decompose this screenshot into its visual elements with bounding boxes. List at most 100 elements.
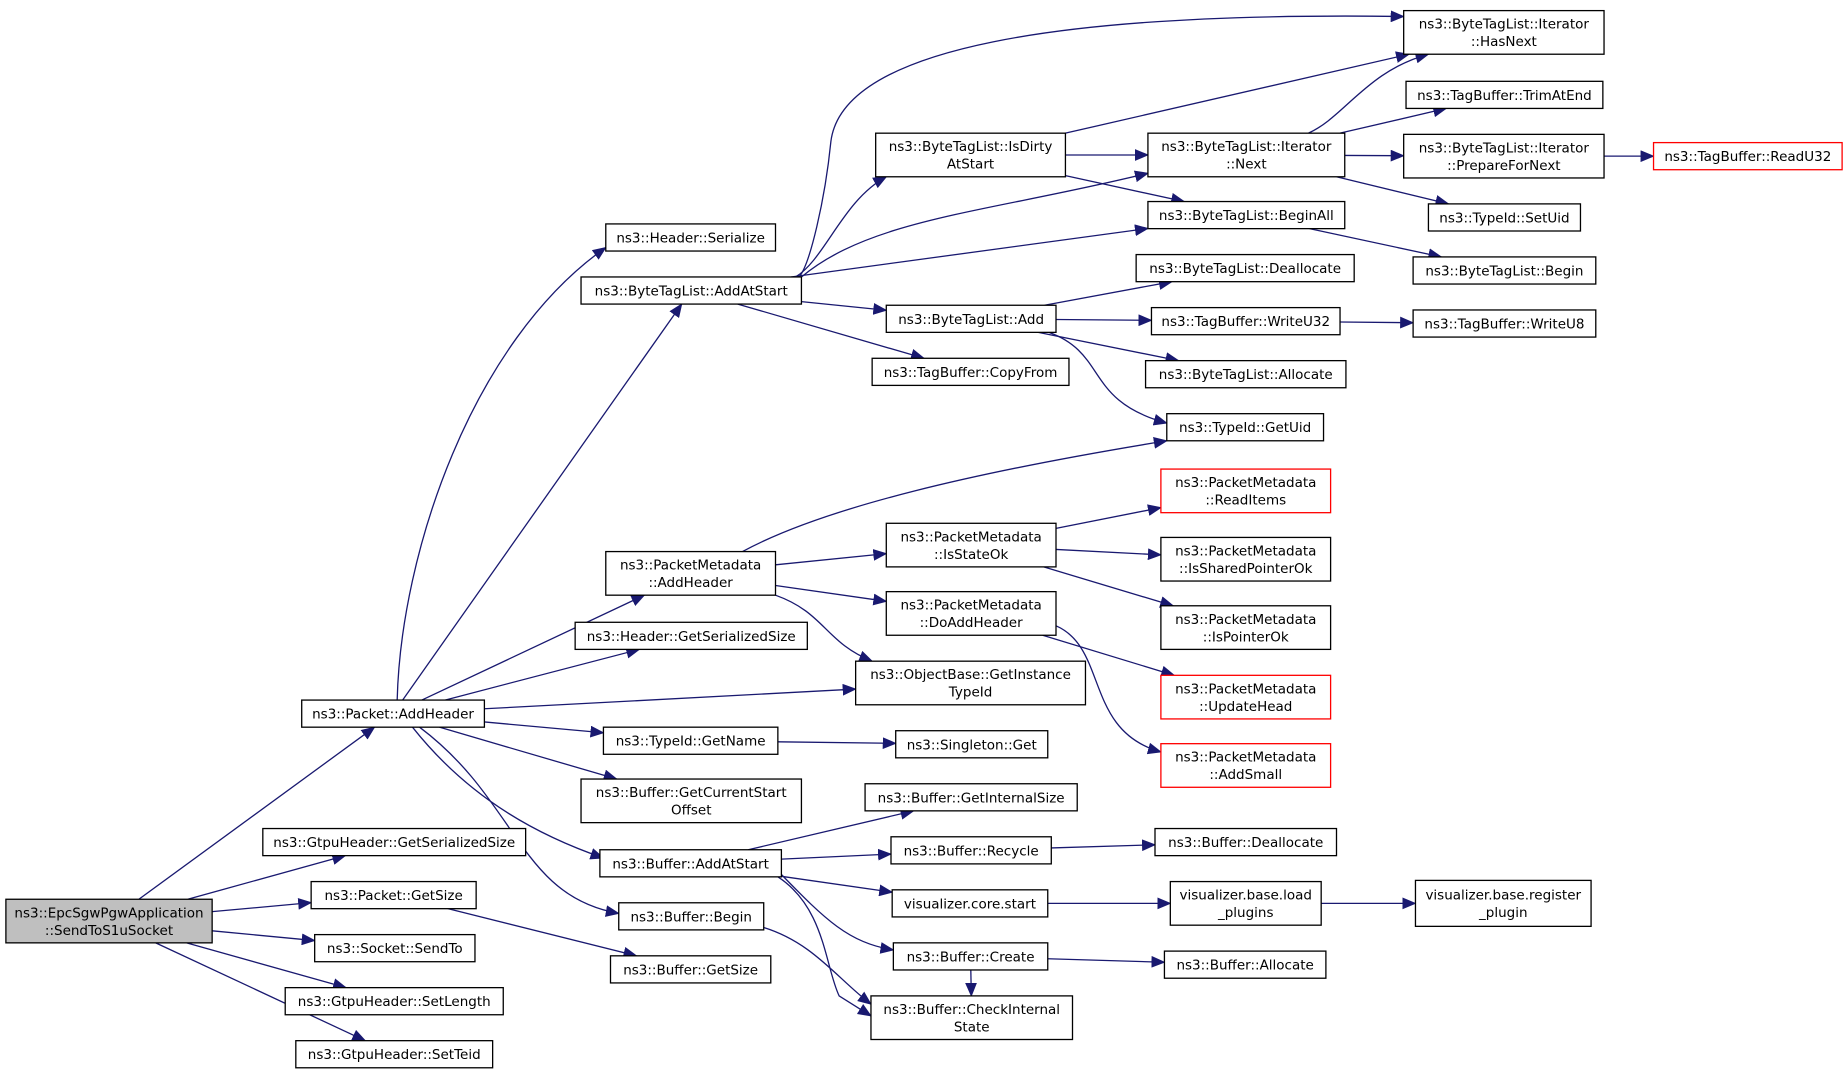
node-buffer-getsize[interactable]: ns3::Buffer::GetSize (609, 955, 772, 984)
node-btl-begin[interactable]: ns3::ByteTagList::Begin (1412, 256, 1597, 285)
node-pm-updatehead[interactable]: ns3::PacketMetadata::UpdateHead (1160, 674, 1332, 720)
node-btl-beginall[interactable]: ns3::ByteTagList::BeginAll (1147, 200, 1346, 230)
node-box (871, 357, 1070, 387)
node-label: ns3::TypeId::GetName (616, 734, 766, 750)
node-singleton-get[interactable]: ns3::Singleton::Get (895, 730, 1049, 759)
node-label: ns3::TagBuffer::WriteU32 (1161, 314, 1330, 330)
node-packet-addheader[interactable]: ns3::Packet::AddHeader (301, 699, 486, 728)
edge-sendtos1usocket-to-gtpu-getserializedsize (188, 853, 347, 900)
node-btli-next[interactable]: ns3::ByteTagList::Iterator::Next (1147, 132, 1346, 178)
edge-packet-addheader-to-objectbase-getinstancetypeid (484, 683, 857, 709)
edge-buffer-addatstart-to-buffer-checkinternalstate (778, 877, 872, 1016)
node-box (301, 699, 486, 728)
node-pm-issharedpointerok[interactable]: ns3::PacketMetadata::IsSharedPointerOk (1160, 536, 1332, 582)
node-pm-readitems[interactable]: ns3::PacketMetadata::ReadItems (1160, 468, 1332, 514)
node-label: ns3::ByteTagList::Iterator (1419, 140, 1590, 156)
node-label: ns3::PacketMetadata (620, 558, 761, 574)
node-pm-isstateok[interactable]: ns3::PacketMetadata::IsStateOk (885, 522, 1057, 568)
node-label: ns3::TagBuffer::TrimAtEnd (1417, 88, 1592, 104)
edge-pm-isstateok-to-pm-readitems (1056, 504, 1163, 529)
node-btl-add[interactable]: ns3::ByteTagList::Add (885, 304, 1057, 334)
node-label: ns3::Header::Serialize (616, 230, 765, 246)
edge-pm-addheader-to-pm-doaddheader (776, 585, 888, 606)
node-pm-ispointerok[interactable]: ns3::PacketMetadata::IsPointerOk (1160, 605, 1332, 651)
node-box (618, 902, 765, 931)
node-packet-getsize[interactable]: ns3::Packet::GetSize (310, 880, 477, 910)
edge-layer (139, 10, 1655, 1041)
node-label: ns3::GtpuHeader::SetTeid (308, 1047, 481, 1063)
edge-btl-add-to-btl-allocate (1038, 332, 1180, 364)
node-buffer-addatstart[interactable]: ns3::Buffer::AddAtStart (599, 849, 783, 878)
edge-pm-addheader-to-pm-isstateok (776, 549, 888, 565)
node-typeid-setuid[interactable]: ns3::TypeId::SetUid (1427, 203, 1582, 232)
node-buffer-getinternalsize[interactable]: ns3::Buffer::GetInternalSize (864, 783, 1078, 812)
node-label: Offset (671, 803, 712, 819)
node-label: ns3::TagBuffer::WriteU8 (1424, 317, 1584, 333)
node-label: ::SendToS1uSocket (45, 923, 173, 939)
node-btli-hasnext[interactable]: ns3::ByteTagList::Iterator::HasNext (1403, 9, 1605, 55)
node-box (870, 995, 1074, 1041)
node-tagbuffer-readu32[interactable]: ns3::TagBuffer::ReadU32 (1652, 141, 1843, 171)
node-typeid-getname[interactable]: ns3::TypeId::GetName (602, 726, 779, 755)
node-label: ns3::Header::GetSerializedSize (587, 629, 796, 645)
edge-sendtos1usocket-to-packet-getsize (212, 897, 313, 912)
node-label: ns3::TypeId::GetUid (1179, 420, 1311, 436)
node-gtpu-getserializedsize[interactable]: ns3::GtpuHeader::GetSerializedSize (262, 827, 527, 857)
node-tagbuffer-copyfrom[interactable]: ns3::TagBuffer::CopyFrom (871, 357, 1070, 387)
node-btl-deallocate[interactable]: ns3::ByteTagList::Deallocate (1135, 253, 1355, 283)
node-pm-doaddheader[interactable]: ns3::PacketMetadata::DoAddHeader (885, 590, 1057, 636)
node-header-getserializedsize[interactable]: ns3::Header::GetSerializedSize (574, 621, 808, 651)
node-header-serialize[interactable]: ns3::Header::Serialize (605, 223, 777, 252)
node-label: visualizer.base.load (1180, 888, 1312, 904)
node-label: ns3::ByteTagList::Iterator (1419, 17, 1590, 33)
edge-sendtos1usocket-to-packet-addheader (139, 726, 376, 899)
node-tagbuffer-writeu32[interactable]: ns3::TagBuffer::WriteU32 (1150, 306, 1341, 336)
node-label: ::Next (1226, 157, 1267, 173)
node-box (890, 836, 1052, 865)
node-buffer-allocate[interactable]: ns3::Buffer::Allocate (1163, 950, 1327, 979)
node-box (1160, 536, 1332, 582)
node-box (574, 621, 808, 651)
node-buffer-recycle[interactable]: ns3::Buffer::Recycle (890, 836, 1052, 865)
node-btli-preparefornext[interactable]: ns3::ByteTagList::Iterator::PrepareForNe… (1403, 133, 1605, 179)
edge-pm-addheader-to-typeid-getuid (743, 437, 1168, 552)
node-buffer-begin[interactable]: ns3::Buffer::Begin (618, 902, 765, 931)
node-tagbuffer-trimatend[interactable]: ns3::TagBuffer::TrimAtEnd (1405, 80, 1604, 110)
node-btl-allocate[interactable]: ns3::ByteTagList::Allocate (1144, 359, 1347, 389)
edge-packet-addheader-to-buffer-addatstart (413, 727, 605, 860)
node-gtpu-setteid[interactable]: ns3::GtpuHeader::SetTeid (295, 1040, 494, 1069)
node-buffer-create[interactable]: ns3::Buffer::Create (892, 942, 1049, 971)
node-tagbuffer-writeu8[interactable]: ns3::TagBuffer::WriteU8 (1412, 309, 1597, 338)
node-label: ns3::PacketMetadata (1175, 750, 1316, 766)
node-typeid-getuid[interactable]: ns3::TypeId::GetUid (1166, 413, 1325, 442)
node-label: ns3::TagBuffer::CopyFrom (884, 365, 1058, 381)
node-socket-sendto[interactable]: ns3::Socket::SendTo (314, 933, 476, 963)
node-sendtos1usocket[interactable]: ns3::EpcSgwPgwApplication::SendToS1uSock… (5, 898, 213, 944)
node-box (1160, 743, 1332, 788)
node-label: ns3::Buffer::GetCurrentStart (596, 785, 787, 801)
node-label: ns3::Buffer::Create (907, 949, 1035, 965)
node-box (284, 986, 504, 1016)
node-btl-addatstart[interactable]: ns3::ByteTagList::AddAtStart (580, 276, 803, 305)
edge-buffer-create-to-buffer-allocate (1048, 955, 1166, 968)
node-visualizer-base-load-plugins[interactable]: visualizer.base.load_plugins (1169, 880, 1322, 926)
node-label: ns3::ByteTagList::Allocate (1159, 367, 1333, 383)
node-gtpu-setlength[interactable]: ns3::GtpuHeader::SetLength (284, 986, 504, 1016)
node-visualizer-base-register-plugin[interactable]: visualizer.base.register_plugin (1414, 879, 1592, 928)
edge-btli-next-to-btli-hasnext (1308, 51, 1430, 133)
node-buffer-deallocate[interactable]: ns3::Buffer::Deallocate (1154, 827, 1338, 857)
node-label: ns3::Socket::SendTo (327, 941, 463, 957)
node-box (1405, 80, 1604, 110)
node-pm-addsmall[interactable]: ns3::PacketMetadata::AddSmall (1160, 743, 1332, 788)
node-visualizer-core-start[interactable]: visualizer.core.start (891, 889, 1049, 918)
node-label: TypeId (948, 685, 993, 701)
edge-packet-addheader-to-typeid-getname (484, 722, 605, 738)
node-pm-addheader[interactable]: ns3::PacketMetadata::AddHeader (605, 550, 777, 596)
node-box (1147, 132, 1346, 178)
node-label: _plugins (1217, 905, 1274, 921)
node-label: ns3::ByteTagList::Add (898, 312, 1044, 328)
